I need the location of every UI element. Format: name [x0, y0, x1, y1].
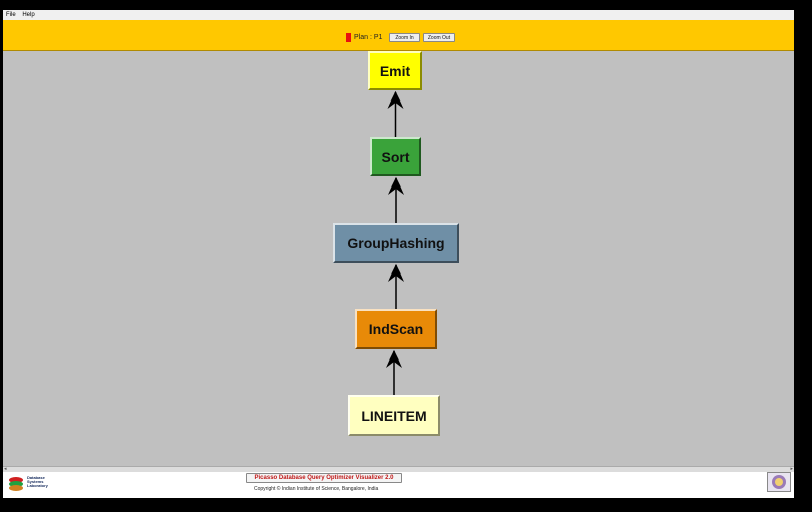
logo-line: Database	[27, 475, 45, 480]
arrowhead-icon	[388, 177, 404, 195]
plan-node-label: IndScan	[368, 321, 424, 337]
app-title-button[interactable]: Picasso Database Query Optimizer Visuali…	[246, 473, 402, 483]
arrowhead-icon	[387, 91, 404, 109]
toolbar: Plan : P1 Zoom In Zoom Out	[3, 20, 794, 51]
plan-color-indicator	[346, 33, 351, 42]
logo-line: Laboratory	[27, 483, 48, 489]
horizontal-scrollbar[interactable]: ◂ ▸	[3, 466, 794, 473]
database-systems-lab-logo: Database Systems Laboratory	[7, 475, 63, 495]
plan-node-label: Emit	[379, 62, 411, 79]
plan-node-indscan[interactable]: IndScan	[355, 309, 437, 349]
footer: Database Systems Laboratory Picasso Data…	[3, 472, 794, 498]
scroll-left-arrow-icon[interactable]: ◂	[4, 466, 7, 472]
app-window: File Help Plan : P1 Zoom In Zoom Out Emi…	[3, 10, 794, 498]
plan-node-label: LINEITEM	[361, 407, 427, 424]
menu-file[interactable]: File	[6, 12, 16, 18]
arrowhead-icon	[386, 350, 402, 368]
plan-node-label: Sort	[381, 148, 410, 165]
menu-help[interactable]: Help	[22, 12, 35, 18]
plan-edges	[386, 91, 404, 395]
zoom-out-button[interactable]: Zoom Out	[423, 33, 455, 42]
menu-bar: File Help	[3, 10, 794, 20]
scroll-right-arrow-icon[interactable]: ▸	[790, 466, 793, 472]
dsl-logo-icon	[9, 477, 23, 491]
iisc-logo-icon	[767, 472, 791, 492]
arrowhead-icon	[388, 264, 404, 282]
plan-node-lineitem[interactable]: LINEITEM	[348, 395, 440, 436]
plan-node-emit[interactable]: Emit	[368, 51, 422, 90]
zoom-in-button[interactable]: Zoom In	[389, 33, 420, 42]
plan-node-label: GroupHashing	[347, 235, 445, 251]
plan-node-grouphashing[interactable]: GroupHashing	[333, 223, 459, 263]
plan-node-sort[interactable]: Sort	[370, 137, 421, 176]
plan-tree-canvas: Emit Sort GroupHashing IndScan LINEITEM	[3, 51, 794, 466]
plan-label: Plan : P1	[354, 34, 383, 41]
logo-line: Systems	[27, 479, 44, 485]
copyright-text: Copyright © Indian Institute of Science,…	[254, 486, 379, 492]
